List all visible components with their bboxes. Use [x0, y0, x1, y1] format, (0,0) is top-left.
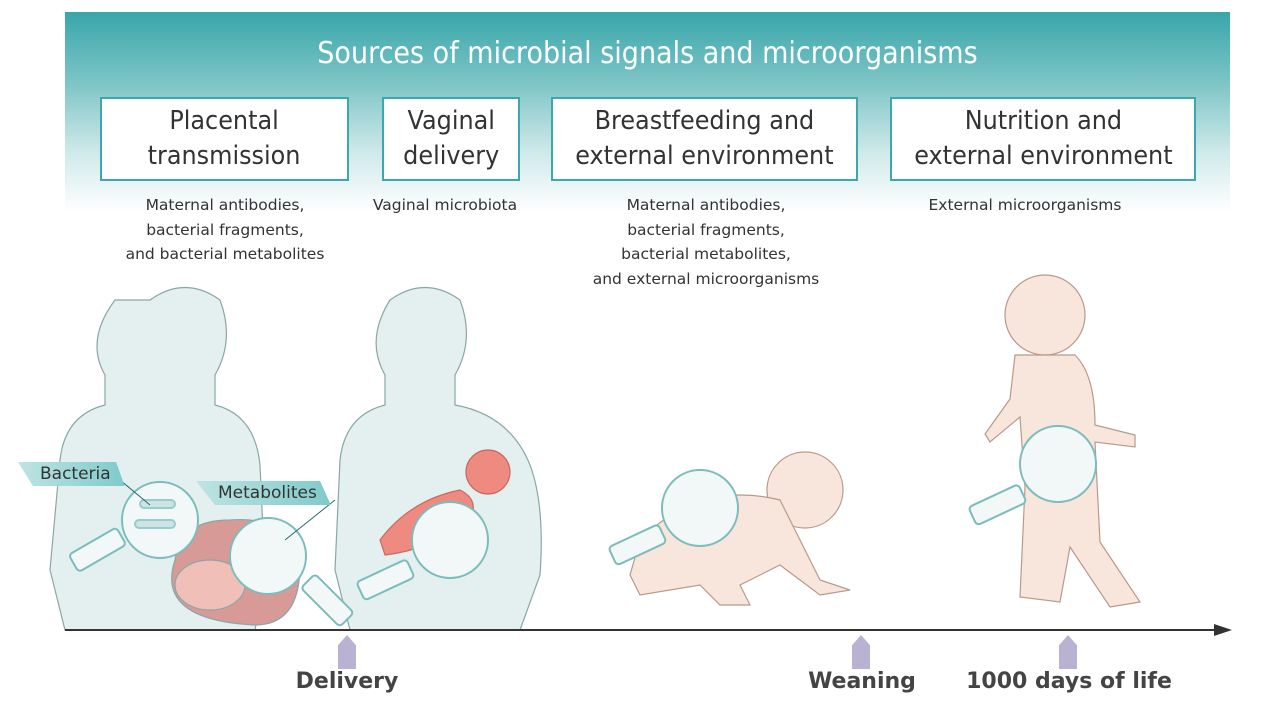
stage-description-vaginal: Vaginal microbiota [350, 193, 540, 218]
bacteria-callout: Bacteria [18, 462, 125, 486]
description-line: and bacterial metabolites [125, 245, 325, 263]
description-line: bacterial fragments, [146, 220, 304, 239]
1000-days-marker [1059, 635, 1077, 669]
milestone-1000-days: 1000 days of life [966, 669, 1172, 694]
stage-description-breastfeeding: Maternal antibodies, bacterial fragments… [556, 193, 856, 291]
stage-label: Nutrition and [964, 106, 1122, 136]
magnifier-bacteria [69, 481, 199, 572]
diagram-title: Sources of microbial signals and microor… [317, 36, 978, 71]
description-line: bacterial metabolites, [621, 245, 791, 263]
magnifier-metabolites [229, 517, 354, 627]
metabolites-callout: Metabolites [196, 481, 331, 505]
timeline-arrowhead [1214, 624, 1232, 636]
stage-label: Placental [169, 106, 280, 136]
delivery-marker [338, 635, 356, 669]
stage-label: Vaginal [407, 106, 495, 136]
milestone-delivery: Delivery [295, 669, 399, 694]
stage-box-vaginal: Vaginal delivery [382, 97, 520, 181]
stage-label: external environment [575, 141, 834, 171]
description-line: Maternal antibodies, [626, 196, 786, 214]
stage-description-nutrition: External microorganisms [880, 193, 1170, 218]
stage-box-placental: Placental transmission [100, 97, 349, 181]
stage-label: delivery [402, 141, 500, 171]
crawling-baby-figure [629, 451, 851, 606]
description-line: Maternal antibodies, [145, 196, 305, 214]
description-line: Vaginal microbiota [372, 196, 518, 214]
stage-label: external environment [913, 141, 1173, 171]
stage-description-placental: Maternal antibodies, bacterial fragments… [90, 193, 360, 267]
metabolites-pointer [284, 499, 336, 541]
stage-box-breastfeeding: Breastfeeding and external environment [551, 97, 858, 181]
description-line: bacterial fragments, [627, 220, 785, 239]
stage-box-nutrition: Nutrition and external environment [890, 97, 1196, 181]
description-line: External microorganisms [928, 196, 1122, 214]
magnifier-nutrition [968, 425, 1097, 526]
magnifier-breastfeeding [608, 469, 739, 566]
stage-label: transmission [148, 141, 301, 171]
stage-label: Breastfeeding and [594, 106, 815, 136]
milestone-weaning: Weaning [808, 669, 916, 694]
magnifier-vaginal [356, 501, 489, 601]
bacteria-pointer [119, 479, 151, 506]
description-line: and external microorganisms [592, 269, 820, 288]
weaning-marker [852, 635, 870, 669]
